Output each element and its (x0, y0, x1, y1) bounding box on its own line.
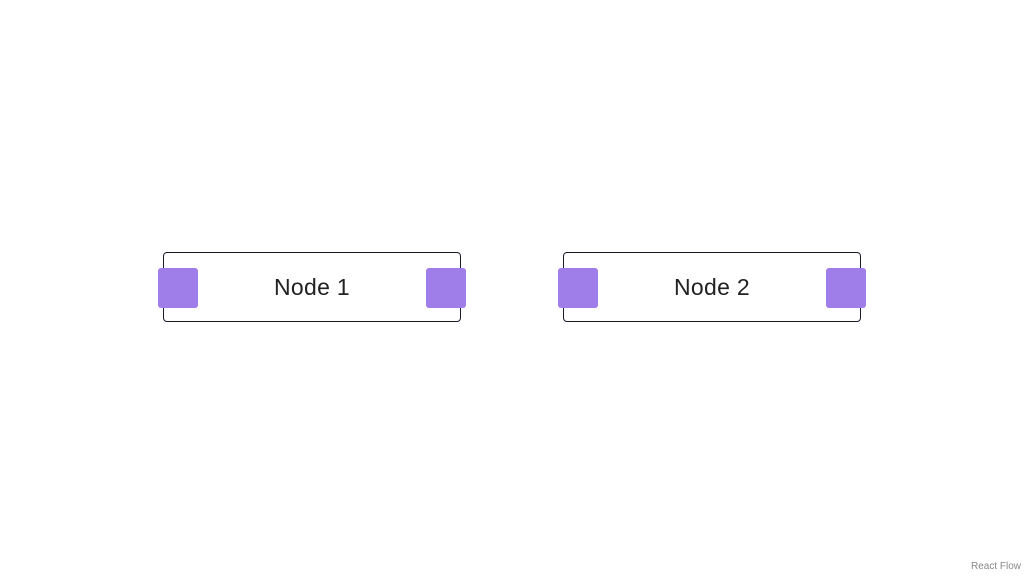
node-1-target-handle[interactable] (158, 268, 198, 308)
flow-node-1[interactable]: Node 1 (158, 252, 466, 322)
node-2-label: Node 2 (674, 273, 750, 300)
node-2-target-handle[interactable] (558, 268, 598, 308)
node-1-label: Node 1 (274, 273, 350, 300)
node-2-source-handle[interactable] (826, 268, 866, 308)
node-1-source-handle[interactable] (426, 268, 466, 308)
react-flow-attribution-link[interactable]: React Flow (966, 559, 1021, 574)
flow-node-2[interactable]: Node 2 (558, 252, 866, 322)
